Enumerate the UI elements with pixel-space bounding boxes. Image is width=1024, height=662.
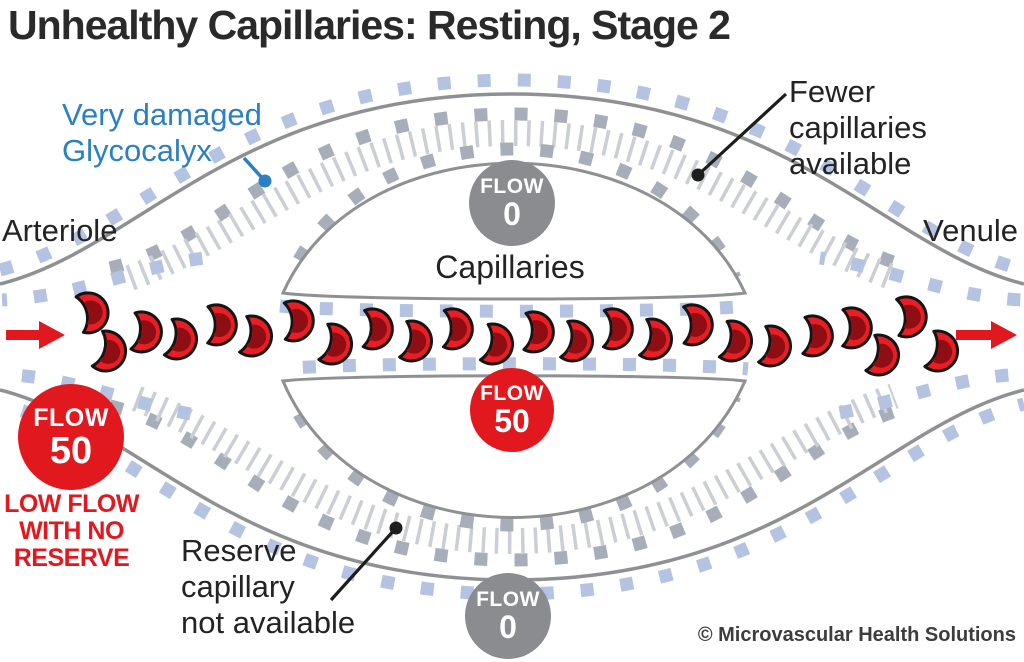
vessel-wall-top (0, 92, 1024, 286)
reserve-capillary-leader-line (329, 521, 403, 602)
red-blood-cell-icon (129, 310, 163, 354)
glycocalyx-dashes-channel-top (279, 299, 749, 318)
closed-capillary-dashes-bottom-lens (284, 393, 741, 532)
flow-badge-left-fifty: FLOW 50 (18, 384, 124, 490)
red-blood-cell-icon (70, 286, 115, 337)
glycocalyx-dashes-outer-top (0, 73, 1024, 277)
label-fewer-capillaries-available: Fewer capillaries available (789, 74, 927, 181)
label-reserve-capillary-not-available: Reserve capillary not available (181, 533, 356, 640)
red-blood-cell-icon (678, 301, 717, 348)
glycocalyx-dashes-venule-bottom (819, 367, 1023, 423)
label-low-flow-with-no-reserve: LOW FLOW WITH NO RESERVE (4, 490, 139, 572)
fewer-capillaries-leader-line (691, 92, 788, 182)
glycocalyx-leader-line (242, 156, 272, 188)
red-blood-cell-icon (756, 323, 794, 370)
red-blood-cell-icon (162, 316, 201, 363)
red-blood-cell-icon (558, 318, 596, 365)
red-blood-cell-icon (359, 306, 396, 352)
glycocalyx-dashes-arteriole-top (1, 251, 206, 307)
red-blood-cell-icon (799, 313, 835, 358)
label-capillaries: Capillaries (435, 249, 585, 285)
red-blood-cell-icon (278, 296, 318, 344)
closed-capillary-ticks-top (125, 119, 899, 291)
red-blood-cell-icon (717, 318, 756, 365)
red-blood-cell-icon (863, 332, 903, 380)
label-arteriole: Arteriole (2, 213, 118, 248)
flow-arrow-left-icon (6, 321, 65, 349)
label-very-damaged-glycocalyx: Very damaged Glycocalyx (62, 97, 262, 168)
label-venule: Venule (923, 213, 1018, 248)
closed-capillary-ticks-bottom (125, 383, 899, 555)
flow-badge-middle-fifty: FLOW 50 (470, 368, 554, 452)
flow-badge-bottom-zero: FLOW 0 (465, 573, 551, 659)
glycocalyx-dashes-channel-bottom (279, 357, 749, 376)
copyright-credit: © Microvascular Health Solutions (697, 624, 1016, 646)
page-title: Unhealthy Capillaries: Resting, Stage 2 (8, 2, 731, 48)
red-blood-cell-icon (90, 328, 131, 376)
red-blood-cell-icon (922, 328, 962, 376)
closed-capillary-dashes-top-lens (284, 142, 741, 281)
flow-badge-top-zero: FLOW 0 (469, 160, 555, 246)
glycocalyx-dashes-arteriole-bottom (1, 367, 206, 423)
red-blood-cell-row (70, 286, 962, 380)
red-blood-cell-icon (837, 304, 875, 351)
red-blood-cell-icon (598, 305, 636, 352)
red-blood-cell-icon (397, 318, 435, 365)
red-blood-cell-icon (637, 316, 675, 363)
red-blood-cell-icon (237, 313, 275, 360)
flow-arrow-right-icon (956, 321, 1017, 349)
red-blood-cell-icon (438, 305, 476, 352)
red-blood-cell-icon (890, 292, 931, 340)
red-blood-cell-icon (202, 301, 240, 348)
